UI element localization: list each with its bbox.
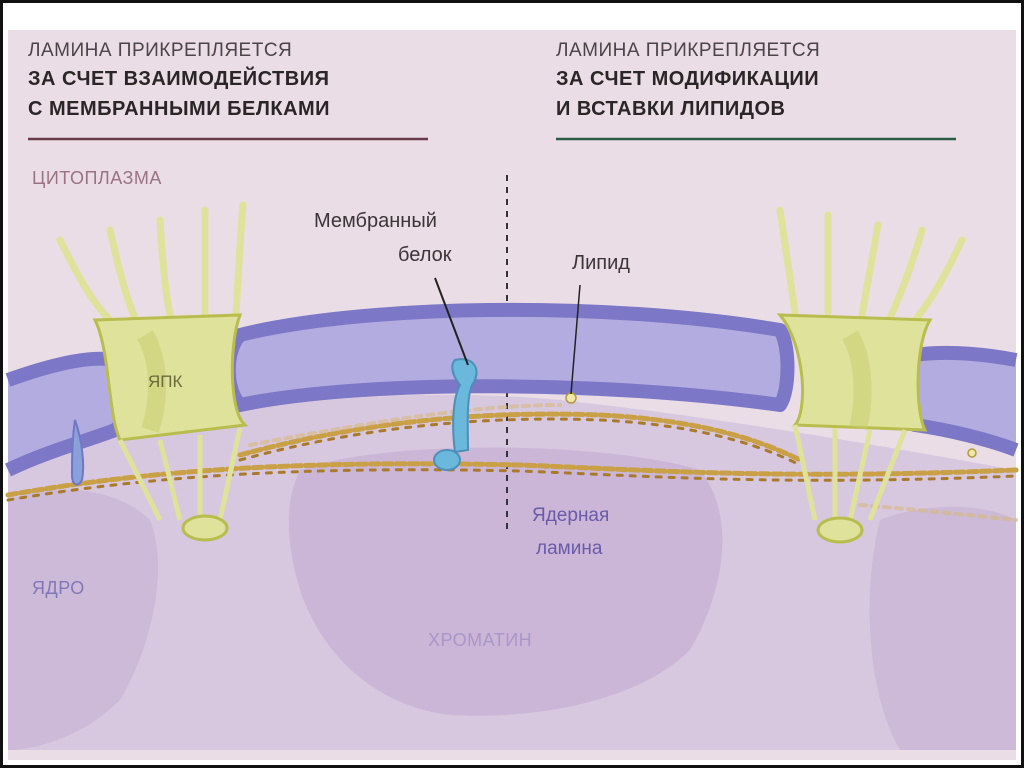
- right-header-line-3: И ВСТАВКИ ЛИПИДОВ: [556, 98, 786, 120]
- lipid-label: Липид: [572, 252, 630, 274]
- nuclear-lamina-filaments: [5, 403, 1019, 522]
- left-header-line-2: ЗА СЧЕТ ВЗАИМОДЕЙСТВИЯ: [28, 68, 330, 90]
- membrane-protein-pointer: [434, 277, 469, 366]
- chromatin-region-left: [8, 489, 159, 750]
- left-header-line-1: ЛАМИНА ПРИКРЕПЛЯЕТСЯ: [28, 40, 293, 61]
- nuclear-pore-complex-right: [776, 206, 966, 544]
- membrane-protein-label-line-1: Мембранный: [314, 210, 437, 232]
- membrane-protein-center: [433, 358, 478, 471]
- membrane-protein-label-line-2: белок: [398, 244, 452, 266]
- nuclear-lamina-label-line-2: ламина: [536, 538, 603, 559]
- cytoplasm-label: ЦИТОПЛАЗМА: [32, 168, 162, 188]
- membrane-protein-left: [70, 419, 85, 486]
- lipid-pointer: [570, 284, 581, 395]
- right-header-line-2: ЗА СЧЕТ МОДИФИКАЦИИ: [556, 68, 820, 90]
- lipid-marker-right: [967, 448, 977, 458]
- nucleus-label: ЯДРО: [32, 578, 85, 598]
- right-header-line-1: ЛАМИНА ПРИКРЕПЛЯЕТСЯ: [556, 40, 821, 61]
- nuclear-pore-complex-left: [56, 201, 249, 542]
- npc-label: ЯПК: [148, 372, 183, 391]
- left-header-line-3: С МЕМБРАННЫМИ БЕЛКАМИ: [28, 98, 331, 120]
- chromatin-label: ХРОМАТИН: [428, 630, 533, 650]
- nuclear-lamina-label-line-1: Ядерная: [532, 505, 610, 526]
- chromatin-region-right: [869, 506, 1016, 750]
- chromatin-region: [288, 447, 723, 716]
